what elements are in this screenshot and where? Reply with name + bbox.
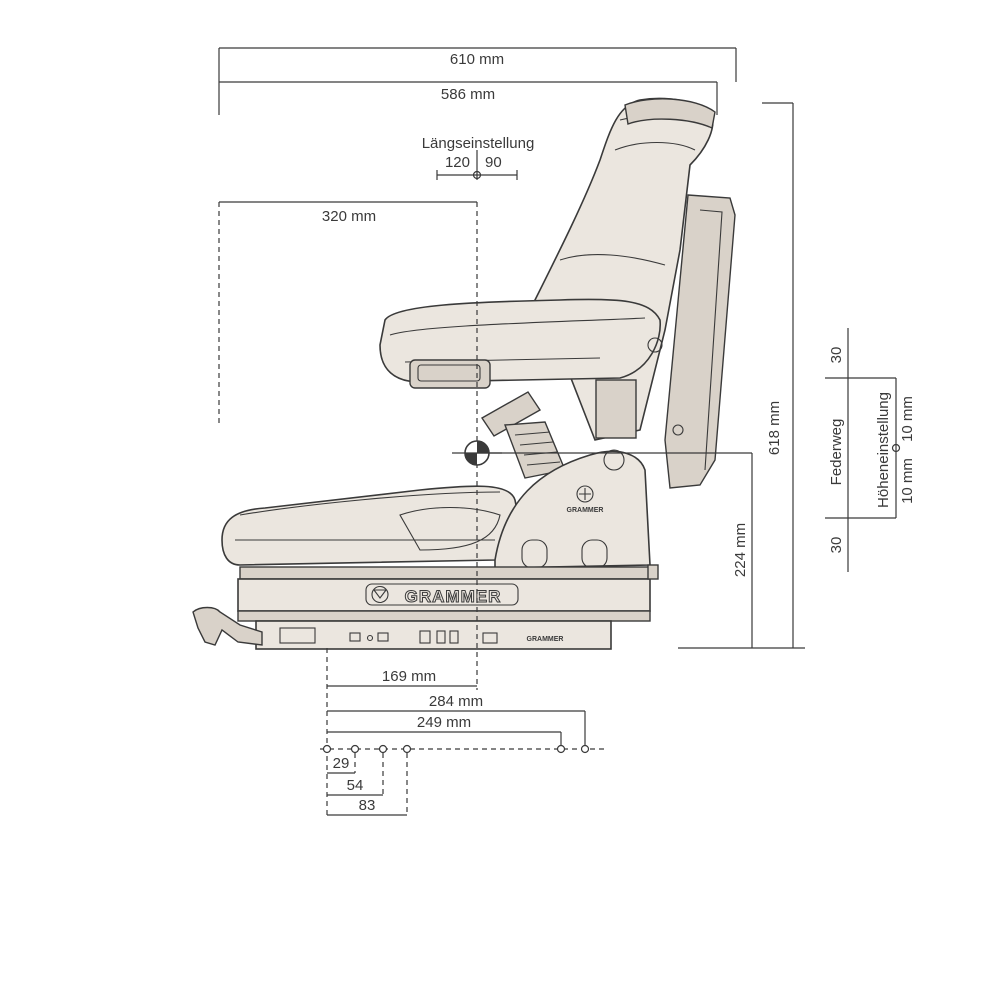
label-federweg: Federweg	[828, 419, 845, 486]
label-hoeheneinstellung: Höheneinstellung	[875, 392, 892, 508]
seat-illustration: GRAMMER GRAMMER GRAMMER	[192, 97, 736, 650]
label-travel-bottom: 30	[828, 537, 845, 554]
plate-logo: GRAMMER	[527, 636, 564, 643]
label-320: 320 mm	[322, 208, 376, 225]
label-backward-90: 90	[485, 154, 502, 171]
suspension-housing	[237, 578, 651, 612]
base-top-plate	[239, 566, 651, 580]
label-laengseinstellung: Längseinstellung	[422, 135, 535, 152]
dimension-lines	[218, 47, 901, 816]
label-169: 169 mm	[382, 668, 436, 685]
dimension-labels: 610 mm 586 mm Längseinstellung 120 90 32…	[322, 51, 916, 814]
side-bracket	[494, 450, 651, 569]
headrest	[624, 98, 716, 130]
label-249: 249 mm	[417, 714, 471, 731]
seat-reference-point	[452, 440, 752, 466]
label-54: 54	[347, 777, 364, 794]
label-height-down: 10 mm	[899, 458, 916, 504]
base-logo: GRAMMER	[405, 587, 502, 606]
label-height-up: 10 mm	[899, 396, 916, 442]
label-618: 618 mm	[766, 401, 783, 455]
adjust-lever	[192, 606, 263, 646]
label-forward-120: 120	[445, 154, 470, 171]
label-284: 284 mm	[429, 693, 483, 710]
label-83: 83	[359, 797, 376, 814]
side-logo: GRAMMER	[567, 507, 604, 514]
rear-panel	[664, 194, 736, 489]
mounting-holes	[322, 744, 590, 754]
label-610: 610 mm	[450, 51, 504, 68]
seat-cushion	[221, 485, 518, 566]
label-travel-top: 30	[828, 347, 845, 364]
label-29: 29	[333, 755, 350, 772]
rail-plate	[255, 620, 612, 650]
seat-belt-buckle	[480, 391, 566, 479]
label-224: 224 mm	[732, 523, 749, 577]
label-586: 586 mm	[441, 86, 495, 103]
